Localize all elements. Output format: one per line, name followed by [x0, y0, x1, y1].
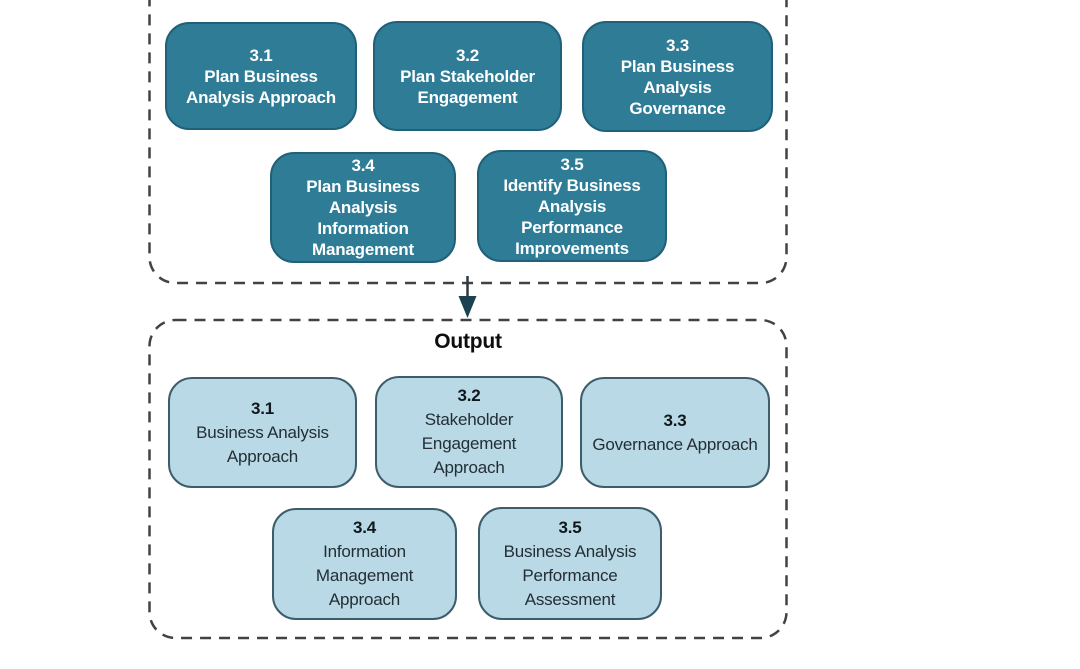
output-box-3-4: 3.4 Information Management Approach [272, 508, 457, 620]
task-number: 3.1 [249, 45, 273, 65]
output-box-3-5: 3.5 Business Analysis Performance Assess… [478, 507, 662, 620]
task-box-3-5: 3.5 Identify Business Analysis Performan… [477, 150, 667, 262]
output-number: 3.3 [663, 410, 687, 430]
output-number: 3.1 [250, 398, 275, 418]
task-title: Plan Business Analysis Approach [186, 66, 336, 107]
task-box-3-1: 3.1 Plan Business Analysis Approach [165, 22, 357, 130]
task-number: 3.3 [665, 35, 690, 55]
output-title: Business Analysis Performance Assessment [503, 541, 637, 609]
output-title: Business Analysis Approach [196, 422, 329, 466]
task-number: 3.4 [351, 156, 375, 175]
output-number: 3.4 [352, 518, 377, 537]
task-box-3-3: 3.3 Plan Business Analysis Governance [582, 21, 773, 132]
task-title: Identify Business Analysis Performance I… [503, 175, 641, 258]
task-title: Plan Business Analysis Governance [620, 56, 735, 118]
output-box-3-1: 3.1 Business Analysis Approach [168, 377, 357, 488]
output-title: Governance Approach [592, 434, 758, 454]
task-number: 3.2 [455, 45, 480, 65]
output-number: 3.5 [558, 517, 582, 537]
task-box-3-4: 3.4 Plan Business Analysis Information M… [270, 152, 456, 263]
output-number: 3.2 [457, 386, 481, 405]
task-title: Plan Business Analysis Information Manag… [306, 177, 420, 259]
output-box-3-2: 3.2 Stakeholder Engagement Approach [375, 376, 563, 488]
output-title: Information Management Approach [315, 542, 414, 609]
output-box-3-3: 3.3 Governance Approach [580, 377, 770, 488]
flow-arrow-head-icon [458, 296, 477, 318]
task-number: 3.5 [560, 154, 584, 174]
task-box-3-2: 3.2 Plan Stakeholder Engagement [373, 21, 562, 131]
output-container-border [148, 318, 788, 640]
output-group-label: Output [434, 330, 502, 353]
output-title: Stakeholder Engagement Approach [421, 410, 517, 477]
task-title: Plan Stakeholder Engagement [400, 66, 535, 107]
